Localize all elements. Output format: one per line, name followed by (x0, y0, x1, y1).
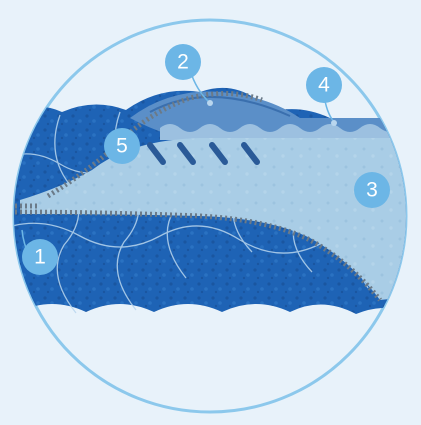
callout-2: 2 (165, 44, 201, 80)
callout-4-label: 4 (318, 74, 330, 97)
callout-5: 5 (104, 128, 140, 164)
callout-5-label: 5 (116, 135, 128, 158)
callout-1: 1 (22, 239, 58, 275)
callout-2-label: 2 (177, 51, 189, 74)
callout-3: 3 (354, 172, 390, 208)
callout-1-label: 1 (34, 246, 46, 269)
callout-4: 4 (306, 67, 342, 103)
callout-anchor-2 (207, 100, 213, 106)
callout-3-label: 3 (366, 179, 378, 202)
callout-anchor-4 (331, 120, 337, 126)
